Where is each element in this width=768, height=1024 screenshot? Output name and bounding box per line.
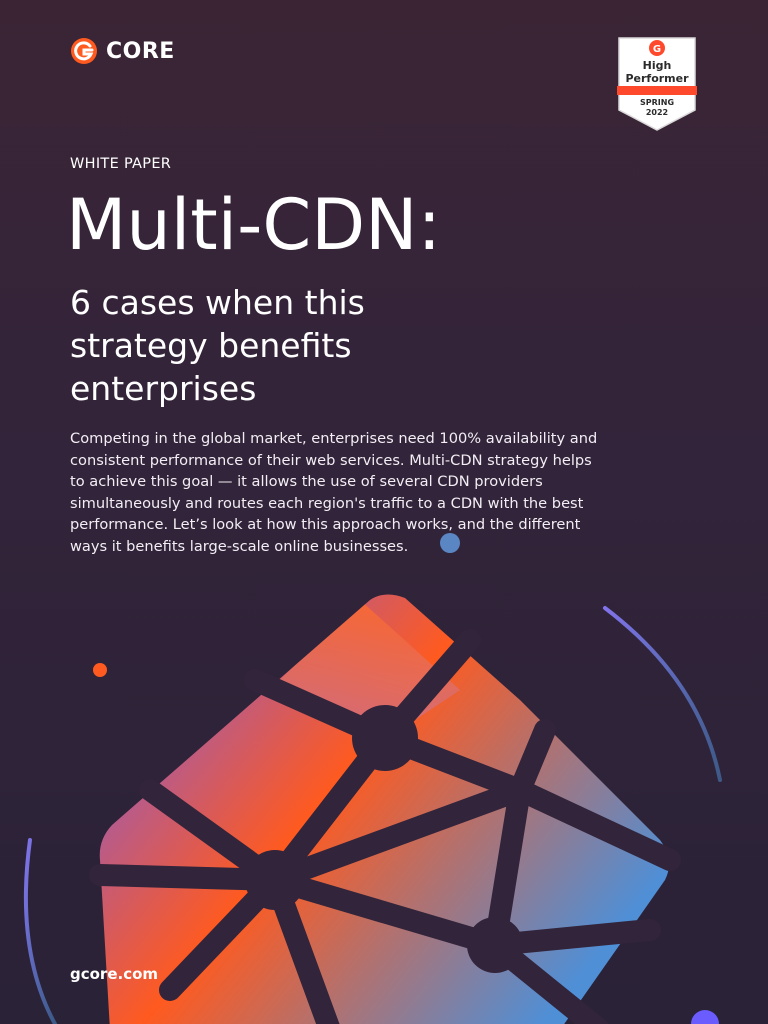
website-url: gcore.com	[70, 965, 159, 983]
decorative-dot-orange	[93, 663, 107, 677]
badge-year: 2022	[645, 108, 669, 117]
svg-text:G: G	[653, 44, 661, 55]
brand-name: CORE	[106, 38, 175, 64]
badge-season: SPRING	[639, 98, 675, 107]
g2-icon: G	[649, 40, 665, 56]
page-subtitle: 6 cases when this strategy benefits ente…	[70, 283, 365, 408]
orbit-ring-left	[23, 838, 57, 1024]
gcore-logo: CORE	[70, 37, 175, 65]
network-node	[467, 917, 523, 973]
intro-paragraph: Competing in the global market, enterpri…	[70, 430, 598, 555]
network-illustration	[23, 533, 722, 1024]
badge-line-2: Performer	[625, 72, 689, 85]
g2-high-performer-badge: G High Performer SPRING 2022	[617, 36, 697, 132]
network-node	[245, 850, 305, 910]
page-title: Multi-CDN:	[66, 184, 442, 266]
orbit-ring-right	[603, 606, 722, 782]
decorative-dot-blue	[440, 533, 460, 553]
g-swirl-logo-icon	[71, 38, 97, 64]
badge-line-1: High	[642, 59, 672, 72]
decorative-dot-purple	[691, 1010, 719, 1024]
network-node	[352, 705, 418, 771]
document-type-label: WHITE PAPER	[70, 156, 172, 172]
